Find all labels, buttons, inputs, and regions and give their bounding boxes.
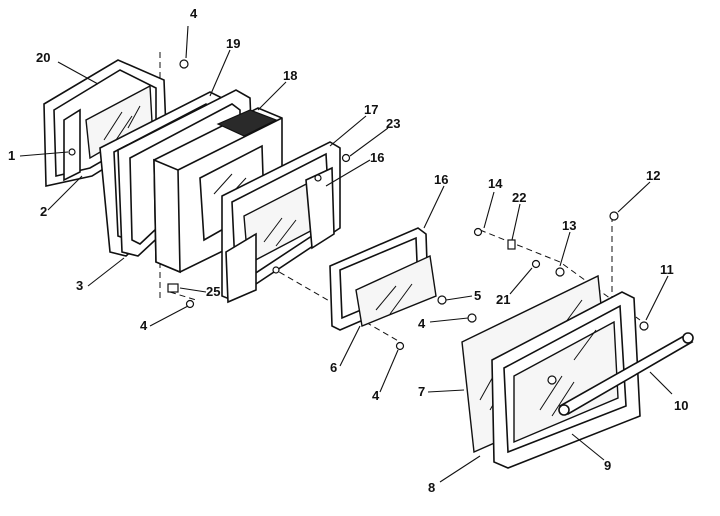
callout-10: 10 (674, 398, 688, 413)
callout-23: 23 (386, 116, 400, 131)
callout-16-lower: 16 (434, 172, 448, 187)
callout-17: 17 (364, 102, 378, 117)
callout-20: 20 (36, 50, 50, 65)
callout-4-top: 4 (190, 6, 198, 21)
callout-18: 18 (283, 68, 297, 83)
callout-6: 6 (330, 360, 337, 375)
callout-5: 5 (474, 288, 481, 303)
callout-13: 13 (562, 218, 576, 233)
leader-lines (19, 25, 673, 483)
callout-9: 9 (604, 458, 611, 473)
callout-12: 12 (646, 168, 660, 183)
callout-2: 2 (40, 204, 47, 219)
callout-4-bottom: 4 (372, 388, 380, 403)
callout-4-mid: 4 (418, 316, 426, 331)
callout-11: 11 (660, 262, 674, 277)
part-20-inner-liner (43, 59, 167, 187)
callout-7: 7 (418, 384, 425, 399)
part-9-door-frame (491, 291, 641, 469)
callout-19: 19 (226, 36, 240, 51)
callout-16-upper: 16 (370, 150, 384, 165)
part-6-glass (355, 254, 437, 327)
callout-4-left: 4 (140, 318, 148, 333)
part-10-handle (558, 332, 694, 416)
callout-14: 14 (488, 176, 503, 191)
hardware (68, 59, 649, 385)
callout-1: 1 (8, 148, 15, 163)
part-17-door-frame (221, 141, 341, 304)
callout-21: 21 (496, 292, 510, 307)
callout-25: 25 (206, 284, 220, 299)
callout-8: 8 (428, 480, 435, 495)
callout-22: 22 (512, 190, 526, 205)
callout-3: 3 (76, 278, 83, 293)
callout-labels: 4 19 20 18 17 23 16 1 2 3 25 4 16 14 22 … (8, 6, 688, 495)
